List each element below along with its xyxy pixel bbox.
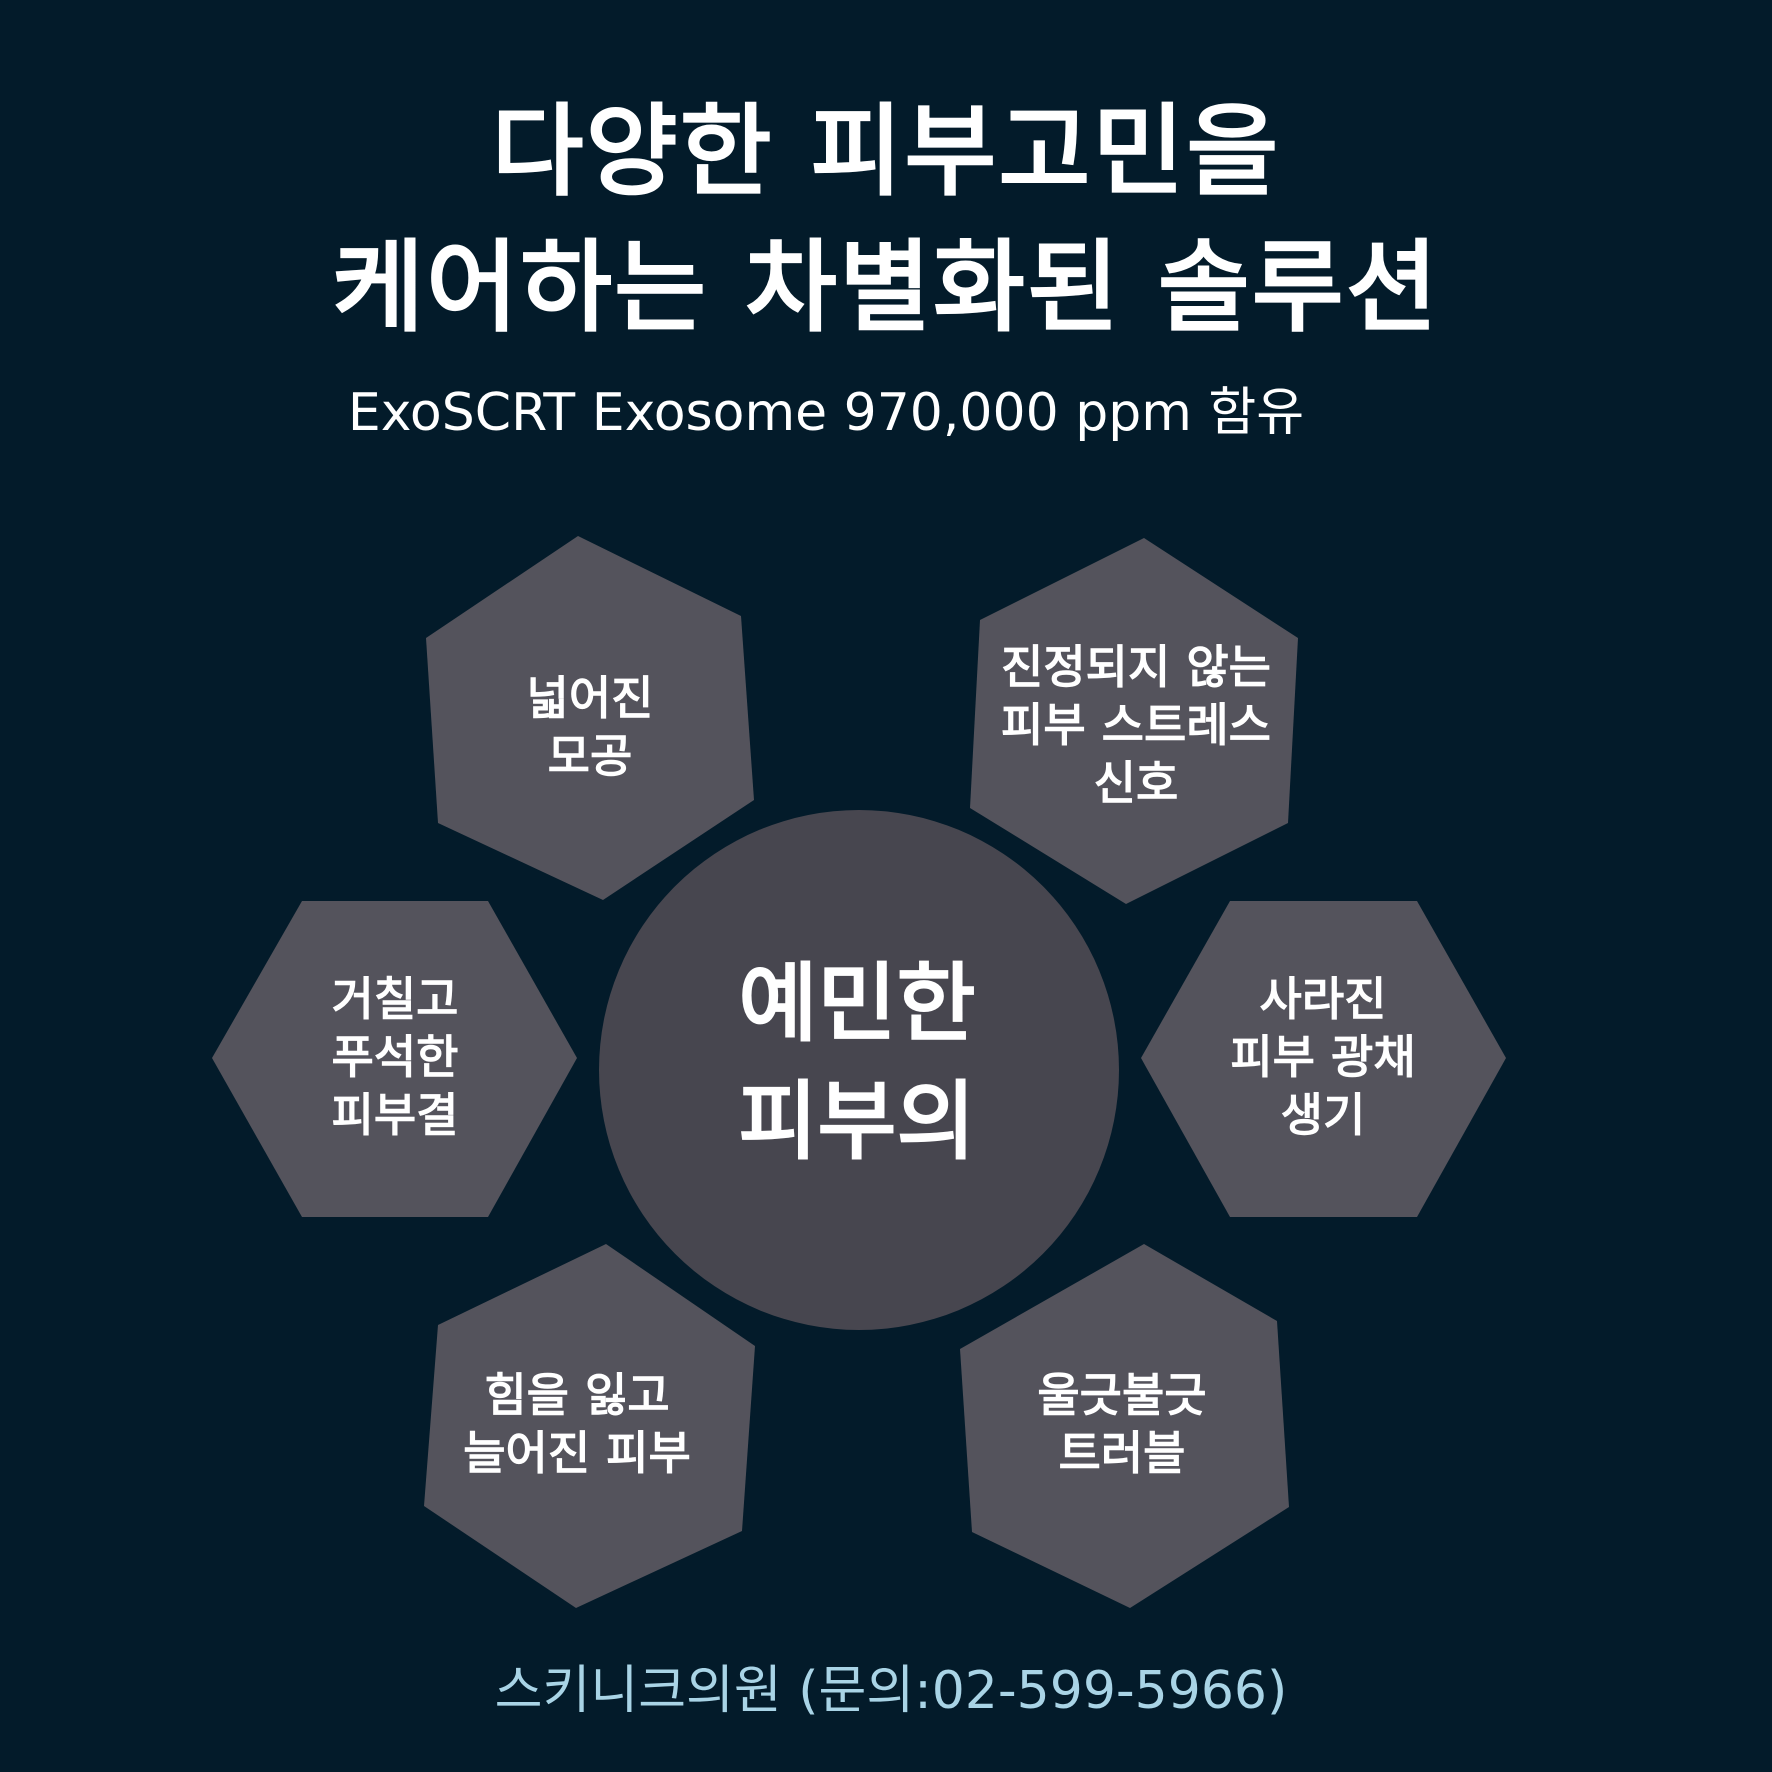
center-label: 예민한 피부의 — [738, 945, 975, 1181]
label-radiance: 사라진 피부 광채 생기 — [1153, 970, 1493, 1144]
center-label-line2: 피부의 — [738, 1072, 976, 1172]
label-pores: 넓어진 모공 — [420, 669, 760, 785]
label-sagging: 힘을 잃고 늘어진 피부 — [407, 1366, 747, 1482]
title-line-2: 케어하는 차별화된 솔루션 — [332, 229, 1440, 346]
subtitle: ExoSCRT Exosome 970,000 ppm 함유 — [347, 383, 1305, 443]
label-trouble: 울긋불긋 트러블 — [952, 1366, 1292, 1482]
center-circle — [599, 810, 1119, 1330]
center-label-line1: 예민한 — [738, 954, 976, 1054]
hexagon-stress — [970, 538, 1298, 904]
clinic-contact: 스키니크의원 (문의:02-599-5966) — [494, 1661, 1288, 1721]
label-stress: 진정되지 않는 피부 스트레스 신호 — [966, 638, 1306, 812]
label-line: 울긋불긋 — [1037, 1368, 1207, 1422]
hexagon-radiance — [1141, 901, 1506, 1217]
label-line: 푸석한 — [331, 1030, 459, 1084]
hexagon-trouble — [960, 1244, 1289, 1608]
label-line: 생기 — [1280, 1088, 1366, 1142]
label-line: 진정되지 않는 — [1001, 640, 1271, 694]
label-line: 피부결 — [331, 1088, 459, 1142]
label-line: 사라진 — [1259, 972, 1387, 1026]
label-line: 신호 — [1093, 756, 1179, 810]
label-line: 힘을 잃고 — [484, 1368, 670, 1422]
hexagon-sagging — [424, 1244, 755, 1608]
hexagon-texture — [212, 901, 577, 1217]
label-line: 피부 광채 — [1230, 1030, 1416, 1084]
label-line: 모공 — [547, 729, 633, 783]
label-line: 넓어진 — [526, 671, 654, 725]
hexagon-pores — [426, 536, 754, 900]
label-line: 늘어진 피부 — [463, 1426, 691, 1480]
label-line: 거칠고 — [331, 972, 459, 1026]
label-line: 피부 스트레스 — [1001, 698, 1271, 752]
title-line-1: 다양한 피부고민을 — [491, 93, 1281, 210]
label-line: 트러블 — [1058, 1426, 1186, 1480]
label-texture: 거칠고 푸석한 피부결 — [225, 970, 565, 1144]
